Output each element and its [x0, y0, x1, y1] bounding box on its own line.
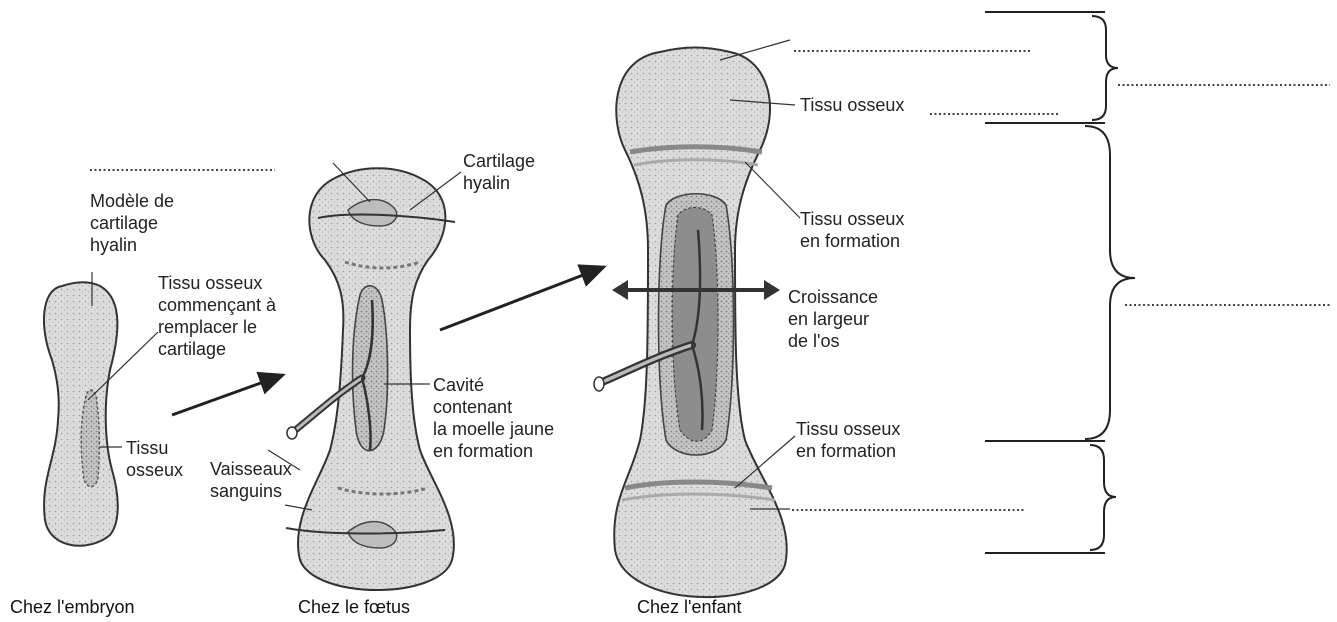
label-line: sanguins	[210, 480, 292, 502]
label-medullary-cavity: Cavité contenant la moelle jaune en form…	[433, 374, 554, 462]
child-bone	[614, 48, 787, 598]
label-line: cartilage	[90, 212, 174, 234]
label-forming-bottom: Tissu osseux en formation	[796, 418, 900, 462]
brace-top	[1092, 16, 1118, 120]
label-line: remplacer le	[158, 316, 276, 338]
label-line: cartilage	[158, 338, 276, 360]
embryo-to-fetus-arrow	[172, 375, 283, 415]
label-line: Modèle de	[90, 190, 174, 212]
label-line: en largeur	[788, 308, 878, 330]
brace-bottom	[1090, 445, 1116, 550]
label-line: contenant	[433, 396, 554, 418]
label-line: en formation	[433, 440, 554, 462]
label-line: Tissu	[126, 437, 183, 459]
label-line: Tissu osseux	[800, 208, 904, 230]
label-child-bone-top: Tissu osseux	[800, 94, 904, 116]
caption-child: Chez l'enfant	[637, 596, 742, 618]
label-line: Tissu osseux	[796, 418, 900, 440]
label-line: Vaisseaux	[210, 458, 292, 480]
label-blood-vessels: Vaisseaux sanguins	[210, 458, 292, 502]
label-line: Cartilage	[463, 150, 535, 172]
label-line: de l'os	[788, 330, 878, 352]
label-line: en formation	[800, 230, 904, 252]
label-line: en formation	[796, 440, 900, 462]
label-line: Tissu osseux	[158, 272, 276, 294]
label-line: commençant à	[158, 294, 276, 316]
label-line: hyalin	[463, 172, 535, 194]
label-forming-top: Tissu osseux en formation	[800, 208, 904, 252]
embryo-bone	[44, 282, 118, 545]
label-width-growth: Croissance en largeur de l'os	[788, 286, 878, 352]
label-hyaline-cartilage: Cartilage hyalin	[463, 150, 535, 194]
caption-fetus: Chez le fœtus	[298, 596, 410, 618]
caption-embryo: Chez l'embryon	[10, 596, 135, 618]
brace-middle	[1085, 126, 1135, 439]
label-bone-start: Tissu osseux commençant à remplacer le c…	[158, 272, 276, 360]
label-model-cartilage: Modèle de cartilage hyalin	[90, 190, 174, 256]
label-line: la moelle jaune	[433, 418, 554, 440]
label-line: Croissance	[788, 286, 878, 308]
bracket-lines	[985, 12, 1105, 553]
label-line: Cavité	[433, 374, 554, 396]
label-line: osseux	[126, 459, 183, 481]
fetus-bone	[286, 168, 455, 590]
label-embryo-bone-tissue: Tissu osseux	[126, 437, 183, 481]
fetus-to-child-arrow	[440, 267, 604, 330]
label-line: hyalin	[90, 234, 174, 256]
